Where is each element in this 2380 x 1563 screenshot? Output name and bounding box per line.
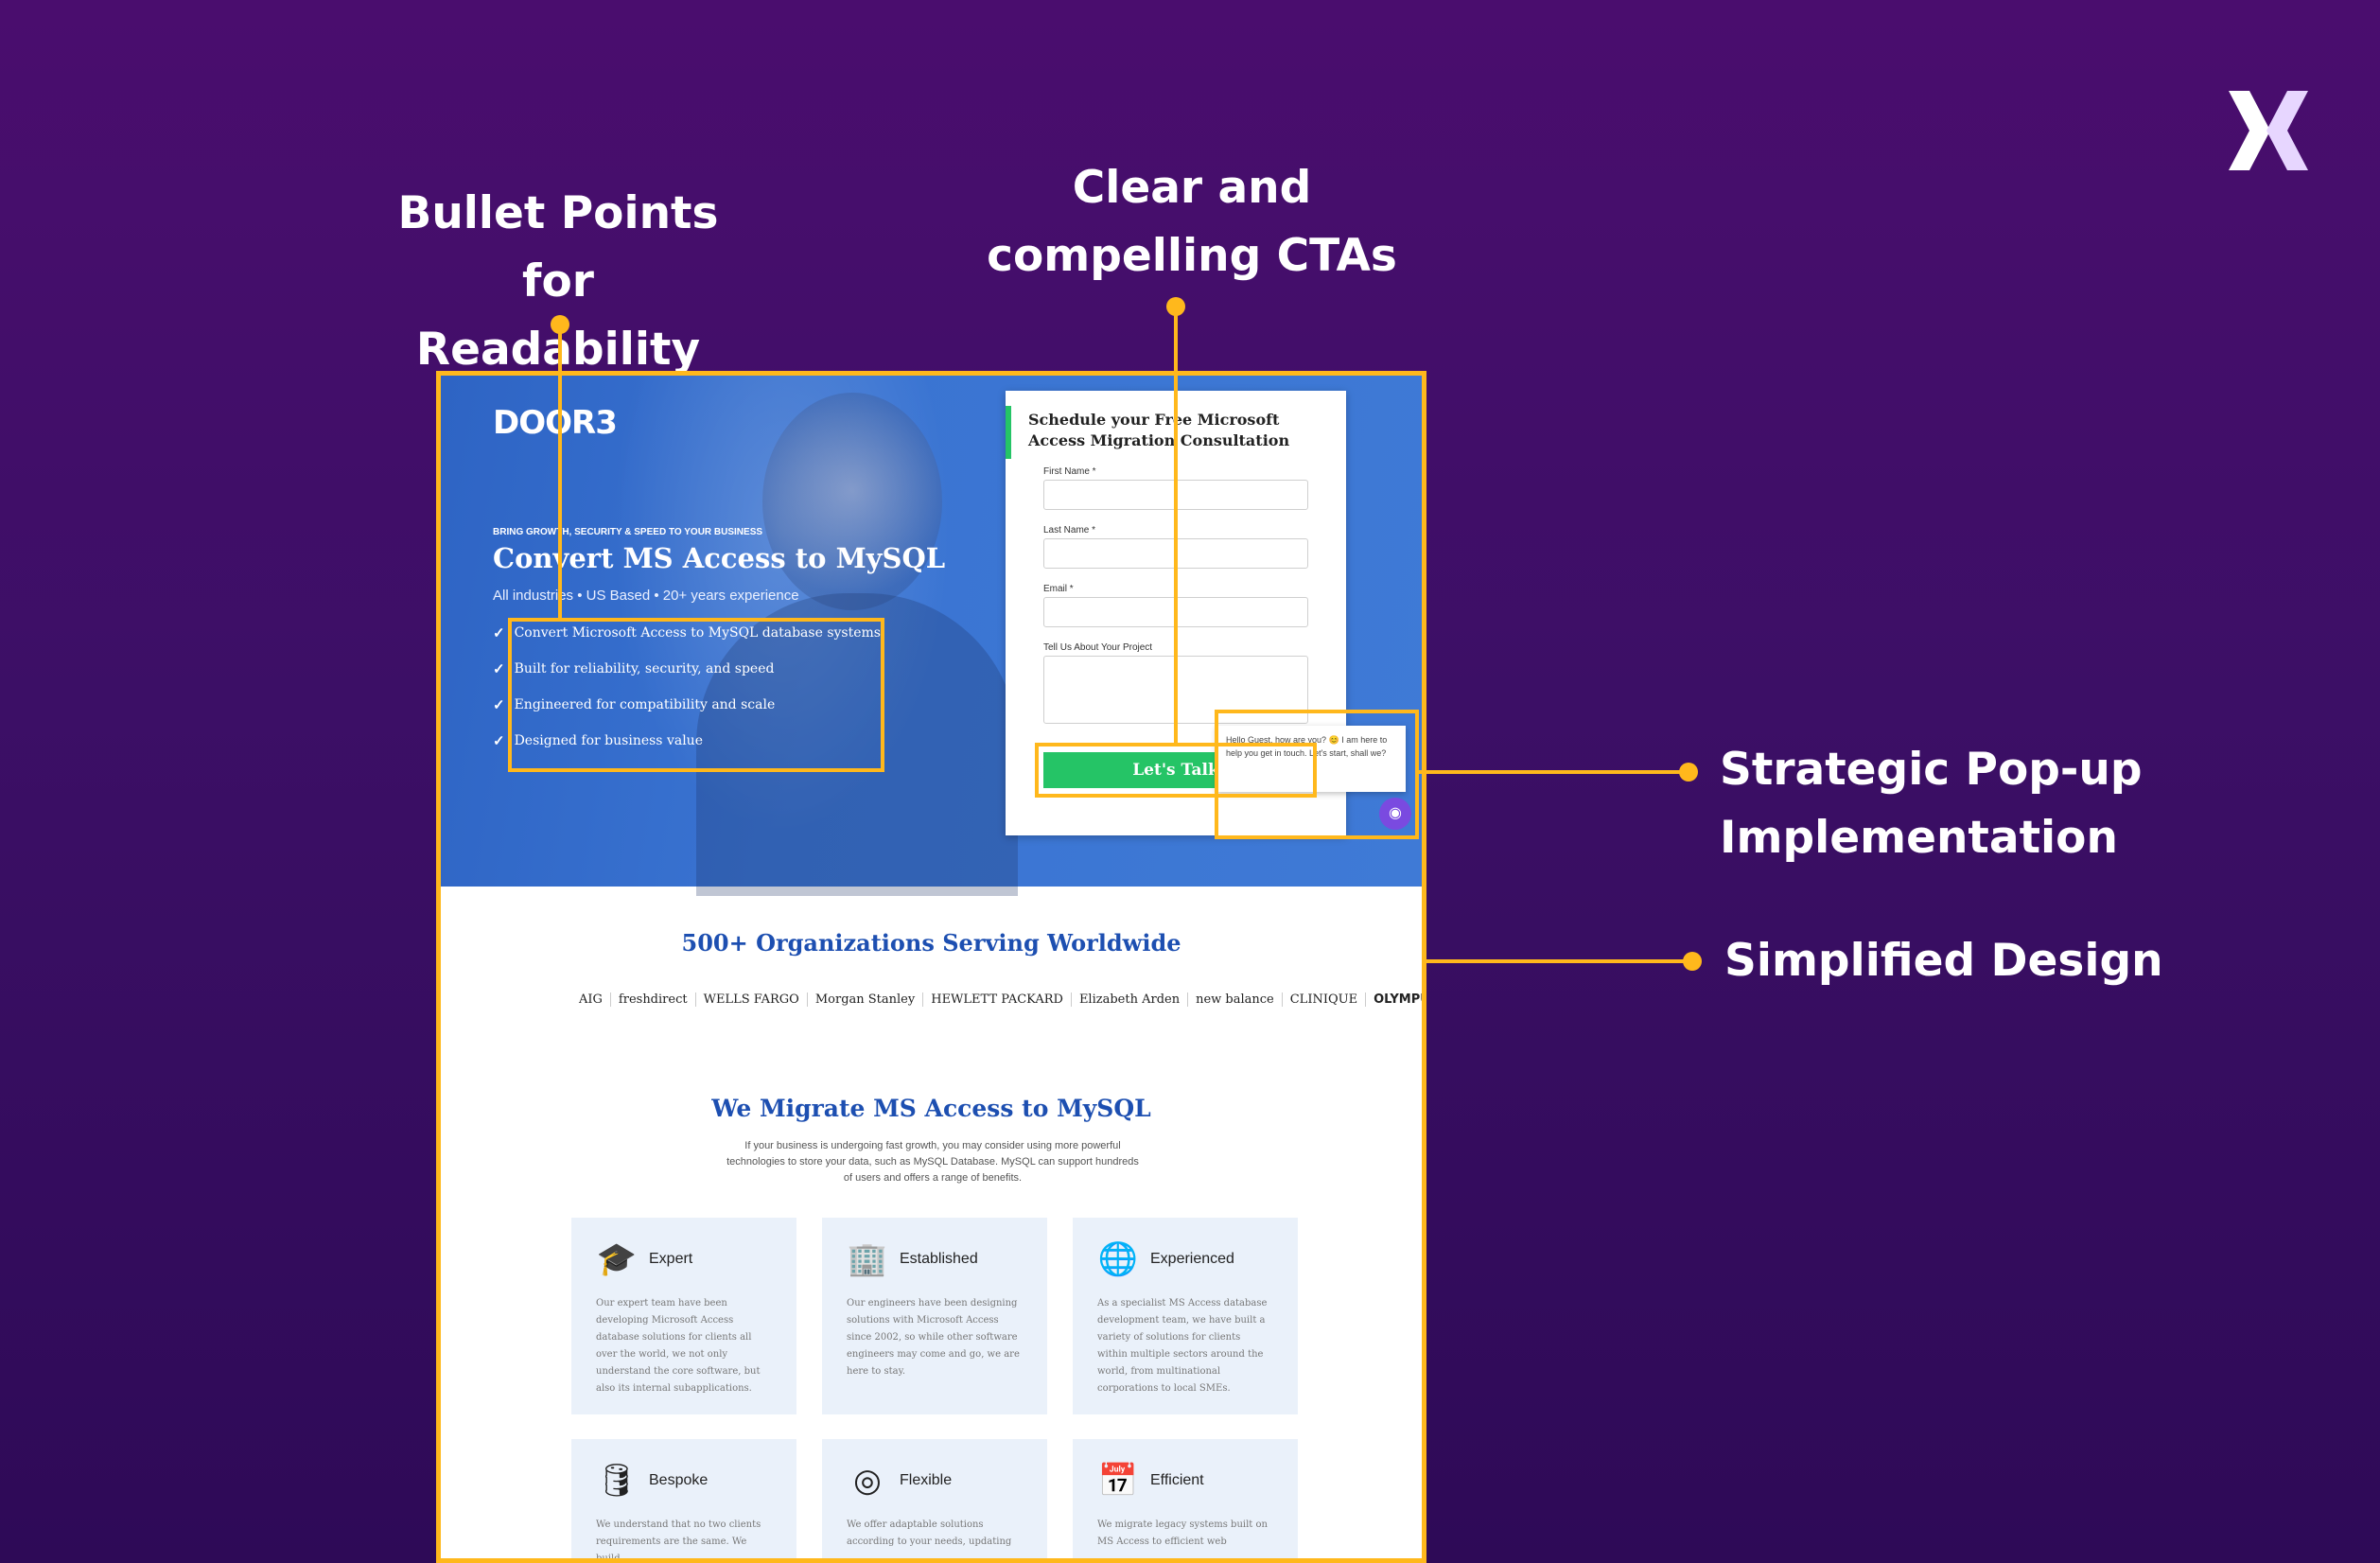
database-icon: 🛢 [596, 1463, 638, 1499]
card-title: Expert [649, 1251, 693, 1267]
bullets-callout-line [558, 325, 562, 620]
card-body: We understand that no two clients requir… [596, 1519, 761, 1563]
form-title: Schedule your Free Microsoft Access Migr… [1028, 411, 1290, 449]
popup-callout-dot [1679, 763, 1698, 782]
globe-people-icon: 🌐 [1097, 1241, 1139, 1277]
card-title: Bespoke [649, 1472, 709, 1488]
card-title: Established [900, 1251, 978, 1267]
orgs-title: 500+ Organizations Serving Worldwide [681, 929, 1181, 957]
hero-photo-head [762, 393, 942, 610]
feature-card-expert: 🎓 Expert Our expert team have been develo… [571, 1218, 796, 1414]
form-accent-bar [1006, 406, 1011, 459]
bullet-text: Built for reliability, security, and spe… [514, 661, 775, 676]
design-callout-line [1426, 959, 1691, 963]
card-title: Experienced [1150, 1251, 1234, 1267]
client-logo-clinique: CLINIQUE [1283, 992, 1367, 1007]
hero-title: Convert MS Access to MySQL [493, 542, 946, 574]
last-name-label: Last Name * [1043, 525, 1096, 536]
bullet-text: Convert Microsoft Access to MySQL databa… [514, 625, 881, 641]
client-logo-morgan-stanley: Morgan Stanley [808, 992, 924, 1007]
bullet-text: Engineered for compatibility and scale [514, 697, 776, 712]
check-icon: ✓ [493, 696, 505, 713]
hero-bullet-list: ✓ Convert Microsoft Access to MySQL datab… [493, 623, 881, 767]
check-icon: ✓ [493, 624, 505, 641]
bullet-item: ✓ Engineered for compatibility and scale [493, 695, 881, 731]
feature-card-experienced: 🌐 Experienced As a specialist MS Access d… [1073, 1218, 1298, 1414]
door3-logo[interactable]: DOOR3 [493, 404, 618, 442]
card-title: Flexible [900, 1472, 953, 1488]
card-body: We migrate legacy systems built on MS Ac… [1097, 1519, 1268, 1547]
popup-highlight-box [1215, 710, 1419, 839]
design-callout-dot [1683, 952, 1702, 971]
client-logo-strip: AIG freshdirect WELLS FARGO Morgan Stanl… [571, 992, 1422, 1007]
first-name-label: First Name * [1043, 466, 1096, 477]
callout-bullet-points-line1: Bullet Points for [397, 187, 719, 307]
client-logo-freshdirect: freshdirect [611, 992, 696, 1007]
callout-popup-line2: Implementation [1720, 812, 2118, 864]
callout-simplified-design: Simplified Design [1724, 927, 2254, 995]
callout-popup: Strategic Pop-up Implementation [1720, 736, 2249, 872]
migrate-title: We Migrate MS Access to MySQL [711, 1095, 1151, 1122]
card-title: Efficient [1150, 1472, 1204, 1488]
hero-section: DOOR3 BRING GROWTH, SECURITY & SPEED TO … [441, 376, 1422, 896]
feature-card-bespoke: 🛢 Bespoke We understand that no two clien… [571, 1439, 796, 1563]
x-logo-icon [2229, 91, 2308, 170]
callout-simplified-design-line1: Simplified Design [1724, 935, 2163, 987]
client-logo-new-balance: new balance [1188, 992, 1283, 1007]
email-label: Email * [1043, 584, 1074, 594]
bullet-item: ✓ Designed for business value [493, 731, 881, 767]
project-label: Tell Us About Your Project [1043, 642, 1153, 653]
feature-card-flexible: ◎ Flexible We offer adaptable solutions a… [822, 1439, 1047, 1558]
check-icon: ✓ [493, 660, 505, 677]
card-body: We offer adaptable solutions according t… [847, 1519, 1012, 1547]
client-logo-aig: AIG [571, 992, 611, 1007]
building-icon: 🏢 [847, 1241, 888, 1277]
bullet-text: Designed for business value [514, 733, 703, 748]
card-body: As a specialist MS Access database devel… [1097, 1298, 1268, 1394]
cta-highlight-box [1035, 743, 1317, 798]
card-body: Our engineers have been designing soluti… [847, 1298, 1020, 1377]
callout-ctas-line2: compelling CTAs [987, 230, 1397, 282]
check-icon: ✓ [493, 732, 505, 749]
hero-eyebrow: BRING GROWTH, SECURITY & SPEED TO YOUR B… [493, 527, 763, 537]
migrate-description: If your business is undergoing fast grow… [726, 1140, 1139, 1184]
client-logo-wells-fargo: WELLS FARGO [696, 992, 808, 1007]
client-logo-hewlett-packard: HEWLETT PACKARD [923, 992, 1072, 1007]
hero-subtitle: All industries • US Based • 20+ years ex… [493, 588, 799, 604]
calendar-icon: 📅 [1097, 1463, 1139, 1499]
bullet-item: ✓ Built for reliability, security, and sp… [493, 659, 881, 695]
bullet-item: ✓ Convert Microsoft Access to MySQL datab… [493, 623, 881, 659]
rings-icon: ◎ [853, 1463, 882, 1499]
ctas-callout-line [1174, 307, 1178, 744]
chat-popup-bubble[interactable]: Hello Guest, how are you? 😊 I am here to… [1216, 726, 1406, 792]
bullets-highlight-box [508, 618, 884, 772]
feature-card-efficient: 📅 Efficient We migrate legacy systems bui… [1073, 1439, 1298, 1558]
landing-page-screenshot: DOOR3 BRING GROWTH, SECURITY & SPEED TO … [436, 371, 1426, 1563]
callout-ctas-line1: Clear and [1072, 162, 1312, 214]
hero-photo-body [696, 593, 1018, 896]
feature-card-established: 🏢 Established Our engineers have been des… [822, 1218, 1047, 1414]
callout-bullet-points: Bullet Points for Readability [359, 180, 757, 384]
callout-popup-line1: Strategic Pop-up [1720, 744, 2143, 796]
callout-ctas: Clear and compelling CTAs [965, 154, 1419, 290]
client-logo-elizabeth-arden: Elizabeth Arden [1072, 992, 1189, 1007]
hero-photo [583, 376, 1018, 896]
client-logo-olympus: OLYMPUS [1374, 992, 1422, 1007]
chat-bot-icon[interactable]: ◉ [1379, 798, 1411, 830]
card-body: Our expert team have been developing Mic… [596, 1298, 761, 1394]
popup-callout-line [1419, 770, 1686, 774]
graduation-cap-icon: 🎓 [596, 1241, 638, 1277]
